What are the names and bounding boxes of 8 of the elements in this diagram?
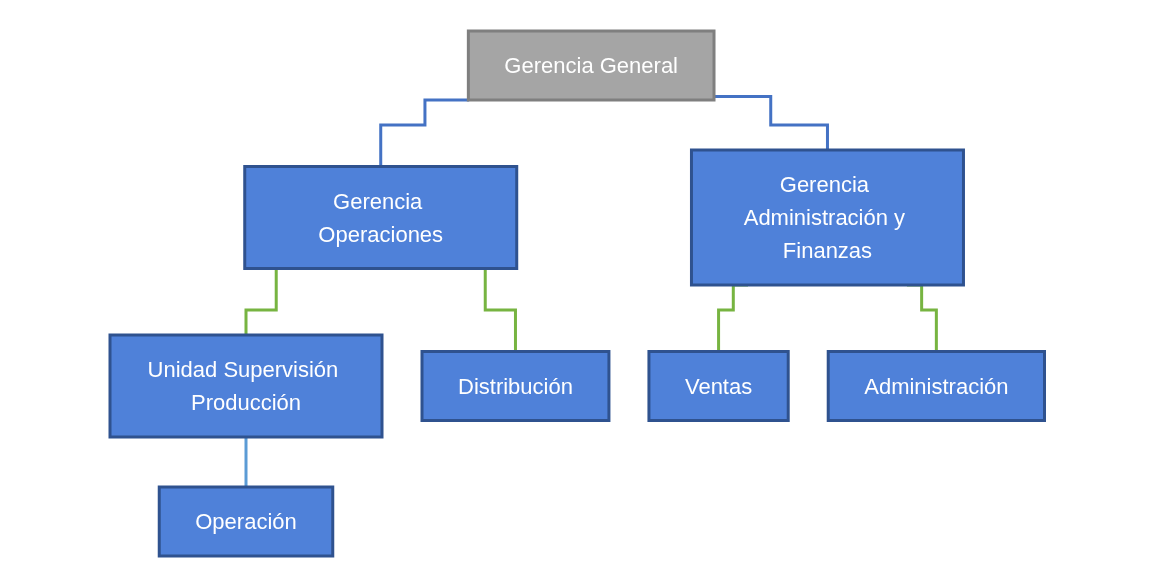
node-box: Operación: [158, 485, 335, 558]
node-box: Administración: [826, 350, 1047, 422]
node-box: Gerencia General: [467, 29, 716, 102]
node-box: Gerencia Administración y Finanzas: [690, 148, 966, 287]
node-box: Unidad Supervisión Producción: [108, 333, 384, 439]
node-box: Distribución: [420, 350, 611, 422]
node-box: Ventas: [647, 350, 790, 422]
node-box: Gerencia Operaciones: [243, 165, 519, 270]
